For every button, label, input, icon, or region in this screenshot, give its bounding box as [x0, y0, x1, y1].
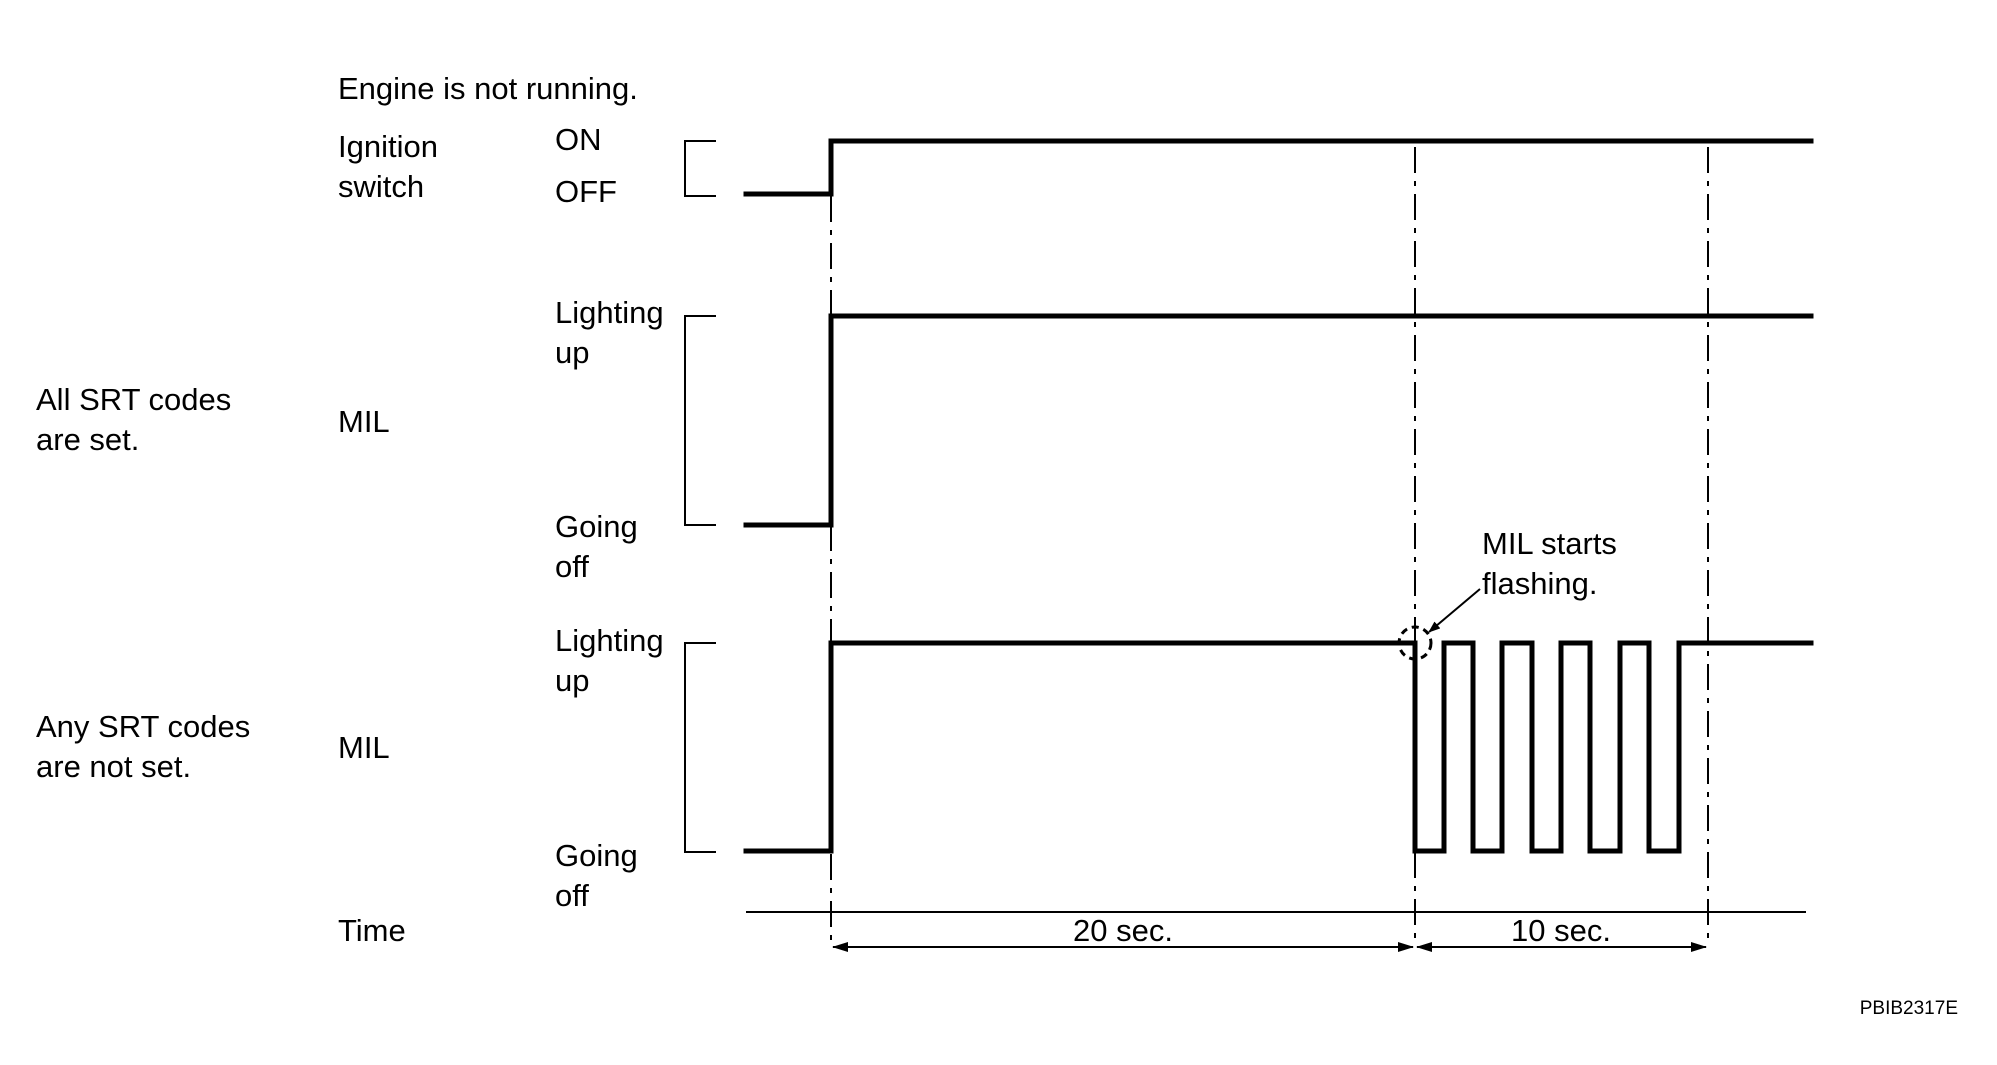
- mil-any-srt-waveform: [743, 640, 1814, 854]
- annotation-arrow: [1428, 588, 1481, 633]
- mil-label-all-srt: MIL: [338, 404, 390, 439]
- lighting-up-label-all-srt: Lighting: [555, 295, 664, 330]
- interval-10sec-label: 10 sec.: [1511, 913, 1611, 948]
- any-srt-condition-label-line2: are not set.: [36, 749, 191, 784]
- any-srt-condition-label: Any SRT codes: [36, 709, 250, 744]
- going-off-label-all-srt: Going: [555, 509, 638, 544]
- going-off-label-all-srt-line2: off: [555, 549, 589, 584]
- interval-20sec-label: 20 sec.: [1073, 913, 1173, 948]
- ignition-off-label: OFF: [555, 174, 617, 209]
- lighting-up-label-all-srt-line2: up: [555, 335, 589, 370]
- ignition-level-bracket: [684, 140, 716, 197]
- ignition-switch-label: Ignition: [338, 129, 438, 164]
- mil-label-any-srt: MIL: [338, 730, 390, 765]
- going-off-label-any-srt: Going: [555, 838, 638, 873]
- all-srt-level-bracket: [684, 315, 716, 526]
- lighting-up-label-any-srt: Lighting: [555, 623, 664, 658]
- ignition-switch-waveform: [743, 138, 1814, 197]
- lighting-up-label-any-srt-line2: up: [555, 663, 589, 698]
- all-srt-condition-label: All SRT codes: [36, 382, 231, 417]
- ignition-on-label: ON: [555, 122, 602, 157]
- time-axis-label: Time: [338, 913, 406, 948]
- figure-code: PBIB2317E: [1860, 998, 1958, 1019]
- all-srt-condition-label-line2: are set.: [36, 422, 139, 457]
- any-srt-level-bracket: [684, 642, 716, 853]
- ignition-switch-label-line2: switch: [338, 169, 424, 204]
- engine-condition-label: Engine is not running.: [338, 71, 638, 106]
- going-off-label-any-srt-line2: off: [555, 878, 589, 913]
- flashing-annotation-line2: flashing.: [1482, 566, 1597, 601]
- mil-all-srt-waveform: [743, 313, 1814, 528]
- flashing-annotation: MIL starts: [1482, 526, 1617, 561]
- flashing-start-marker: [1397, 625, 1433, 661]
